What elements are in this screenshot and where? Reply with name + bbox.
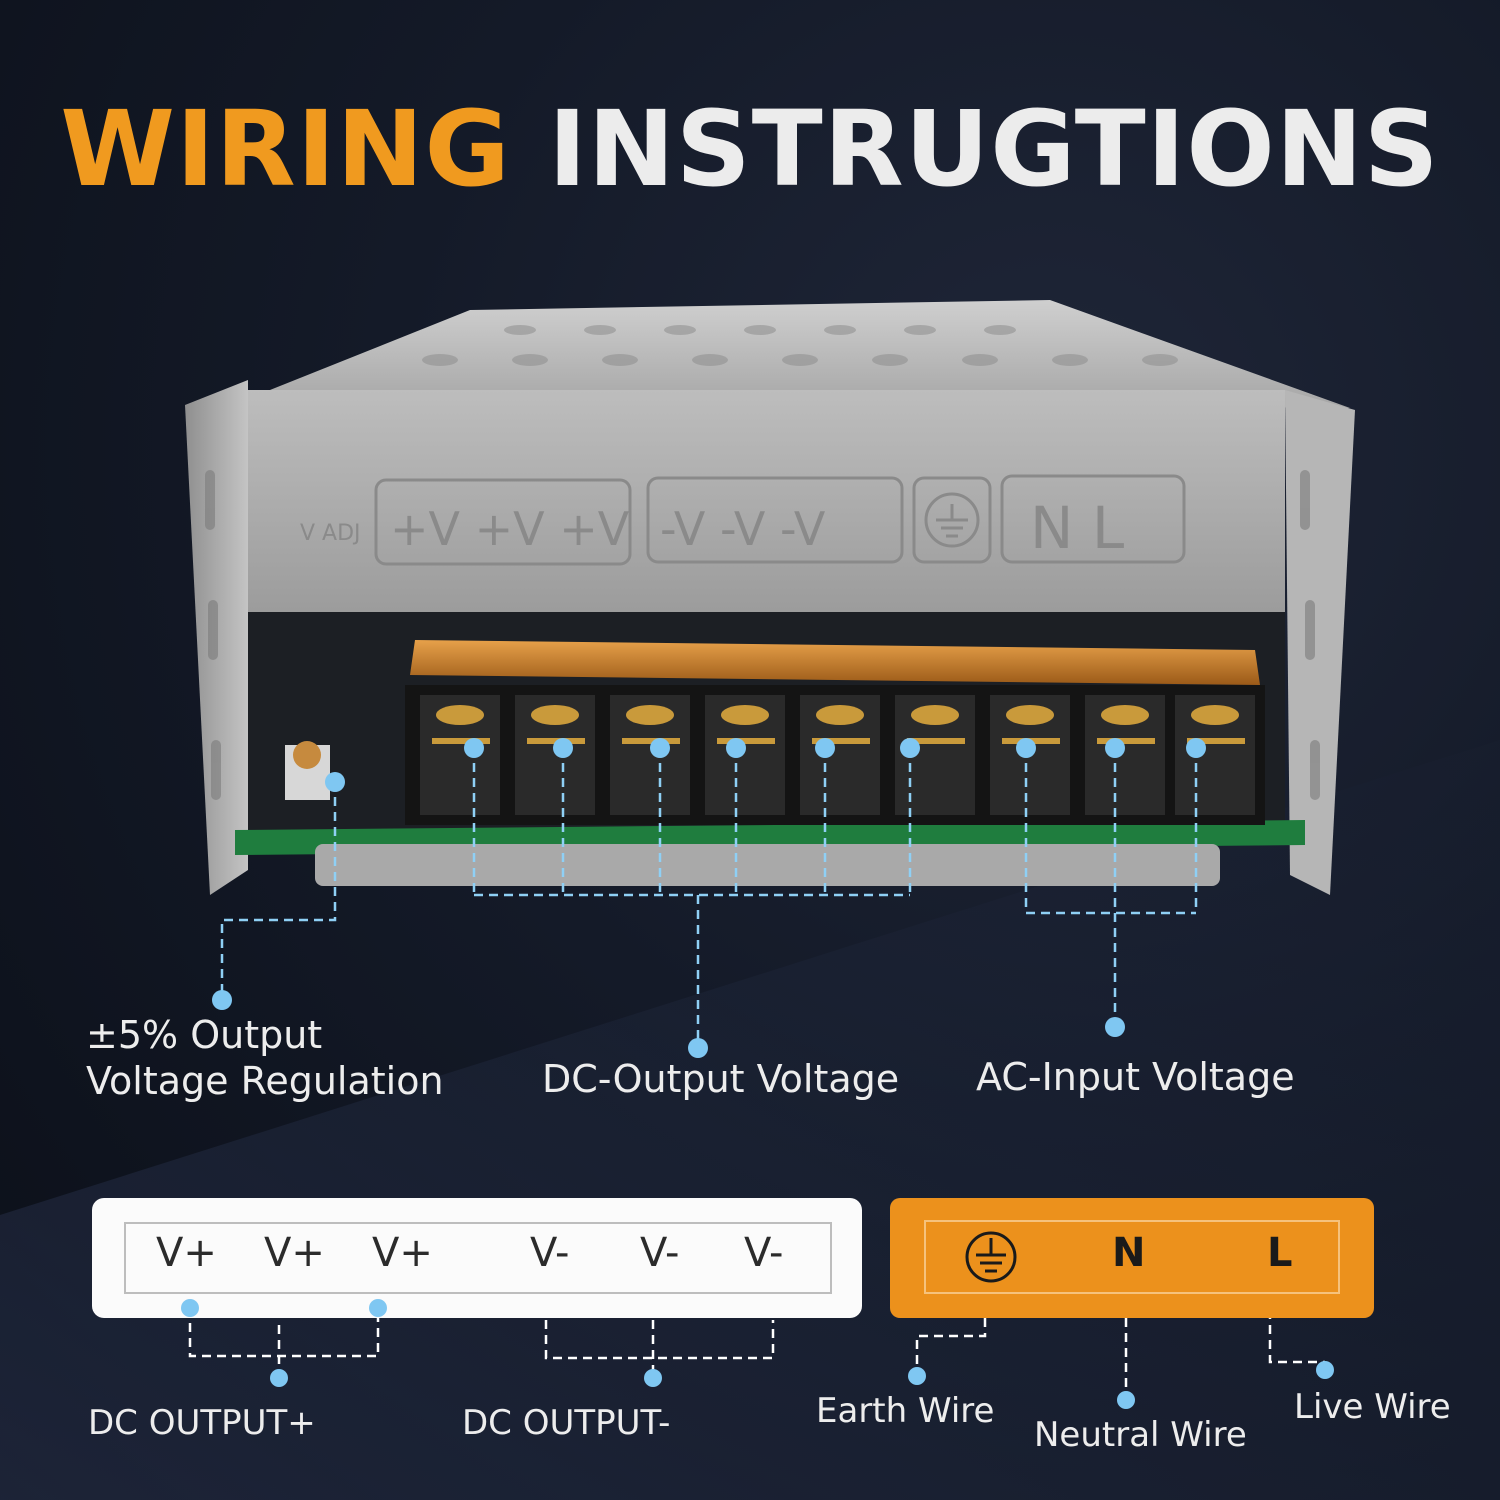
ac-terminal-live: L xyxy=(1267,1230,1293,1276)
terminal-amber-cover xyxy=(410,640,1260,685)
psu-neg-text: -V -V -V xyxy=(660,502,826,556)
dc-terminal-legend xyxy=(92,1198,862,1318)
psu-earth-label-box xyxy=(912,476,992,564)
label-dc-output-pos: DC OUTPUT+ xyxy=(88,1403,316,1443)
label-output-regulation: ±5% Output Voltage Regulation xyxy=(86,1012,444,1104)
label-ac-input-voltage: AC-Input Voltage xyxy=(976,1055,1295,1099)
label-live-wire: Live Wire xyxy=(1294,1387,1451,1427)
dc-terminal-vminus-2: V- xyxy=(640,1230,680,1276)
psu-front-cover xyxy=(248,390,1285,612)
psu-earth-symbol-icon xyxy=(924,492,980,548)
label-regulation-line2: Voltage Regulation xyxy=(86,1059,444,1103)
ac-terminal-neutral: N xyxy=(1112,1230,1146,1276)
psu-bottom-rail xyxy=(315,844,1220,886)
psu-nl-text: N L xyxy=(1030,494,1124,562)
callout-dots xyxy=(212,738,1334,1409)
regulation-connector-line xyxy=(220,782,337,998)
psu-pos-text: +V +V +V xyxy=(390,502,630,556)
title-word-wiring: WIRING xyxy=(60,88,511,210)
psu-vent-holes xyxy=(422,325,1178,366)
psu-nl-label-box xyxy=(1000,474,1186,564)
dc-terminal-vminus-3: V- xyxy=(744,1230,784,1276)
page-title: WIRING INSTRUGTIONS xyxy=(0,88,1500,210)
dc-terminal-vplus-1: V+ xyxy=(156,1230,217,1276)
dc-terminal-vplus-3: V+ xyxy=(372,1230,433,1276)
psu-adj-text: V ADJ xyxy=(300,521,361,546)
dc-terminal-vplus-2: V+ xyxy=(264,1230,325,1276)
ac-terminal-legend-frame xyxy=(924,1220,1340,1294)
dc-terminal-legend-frame xyxy=(124,1222,832,1294)
title-word-instructions: INSTRUGTIONS xyxy=(548,88,1440,210)
dc-terminal-vminus-1: V- xyxy=(530,1230,570,1276)
label-regulation-line1: ±5% Output xyxy=(86,1013,323,1057)
label-earth-wire: Earth Wire xyxy=(816,1391,995,1431)
psu-pos-label-box xyxy=(374,478,632,566)
psu-neg-label-box xyxy=(646,476,904,564)
label-dc-output-voltage: DC-Output Voltage xyxy=(542,1057,900,1101)
label-neutral-wire: Neutral Wire xyxy=(1034,1415,1247,1455)
label-dc-output-neg: DC OUTPUT- xyxy=(462,1403,671,1443)
